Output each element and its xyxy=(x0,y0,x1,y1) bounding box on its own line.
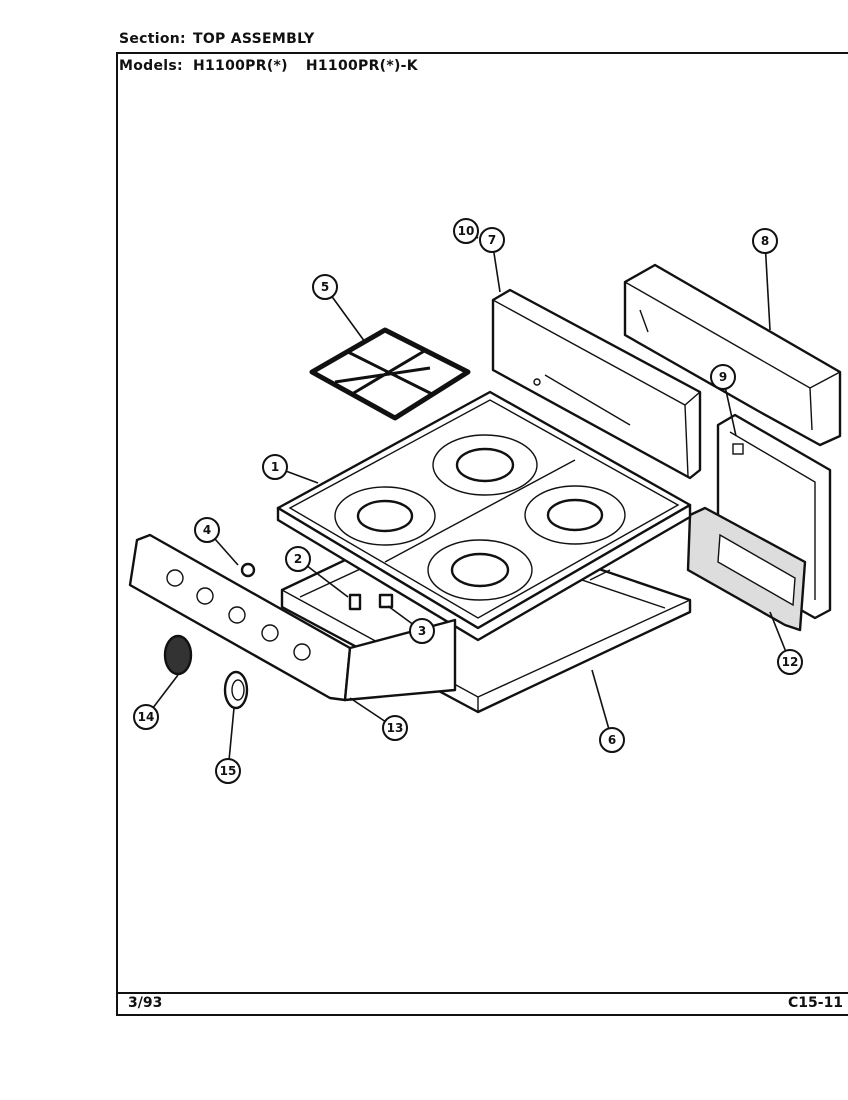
footer-page-code: C15-11 xyxy=(788,995,844,1011)
callout-2: 2 xyxy=(285,546,311,572)
callout-7: 7 xyxy=(479,227,505,253)
svg-text:7: 7 xyxy=(488,233,496,247)
svg-text:8: 8 xyxy=(761,234,769,248)
svg-text:5: 5 xyxy=(321,280,329,294)
callout-6: 6 xyxy=(599,727,625,753)
svg-text:4: 4 xyxy=(203,523,211,537)
burner-grate xyxy=(309,327,471,421)
section-label: Section: xyxy=(119,31,186,47)
orifice-fitting xyxy=(348,593,362,611)
svg-text:3: 3 xyxy=(418,624,426,638)
callout-10: 10 xyxy=(453,218,479,244)
model-number: H1100PR(*) xyxy=(193,58,288,74)
callout-15: 15 xyxy=(215,758,241,784)
callout-13: 13 xyxy=(382,715,408,741)
svg-text:6: 6 xyxy=(608,733,616,747)
callout-14: 14 xyxy=(133,704,159,730)
callout-3: 3 xyxy=(409,618,435,644)
knob-bezel xyxy=(223,670,249,710)
section-header: Section: TOP ASSEMBLY xyxy=(119,31,315,47)
callout-9: 9 xyxy=(710,364,736,390)
svg-text:9: 9 xyxy=(719,370,727,384)
svg-text:1: 1 xyxy=(271,460,279,474)
callout-12: 12 xyxy=(777,649,803,675)
rear-panel xyxy=(491,288,702,480)
svg-text:10: 10 xyxy=(458,224,475,238)
backguard-panel xyxy=(623,263,842,447)
callout-8: 8 xyxy=(752,228,778,254)
insulation-panel xyxy=(686,506,807,632)
main-top xyxy=(276,390,692,642)
svg-text:2: 2 xyxy=(294,552,302,566)
svg-text:13: 13 xyxy=(387,721,404,735)
svg-text:12: 12 xyxy=(782,655,799,669)
diagram-frame xyxy=(116,52,848,1016)
callout-1: 1 xyxy=(262,454,288,480)
models-header: Models: H1100PR(*) H1100PR(*)-K xyxy=(119,58,436,74)
callout-5: 5 xyxy=(312,274,338,300)
footer-divider xyxy=(116,992,848,994)
svg-text:15: 15 xyxy=(220,764,237,778)
svg-text:14: 14 xyxy=(138,710,155,724)
control-knob xyxy=(163,634,193,676)
models-label: Models: xyxy=(119,58,183,74)
spring-clip xyxy=(378,593,394,609)
footer-date: 3/93 xyxy=(128,995,163,1011)
model-number: H1100PR(*)-K xyxy=(305,58,418,74)
callout-4: 4 xyxy=(194,517,220,543)
igniter-part xyxy=(240,562,256,578)
section-value: TOP ASSEMBLY xyxy=(193,31,315,47)
